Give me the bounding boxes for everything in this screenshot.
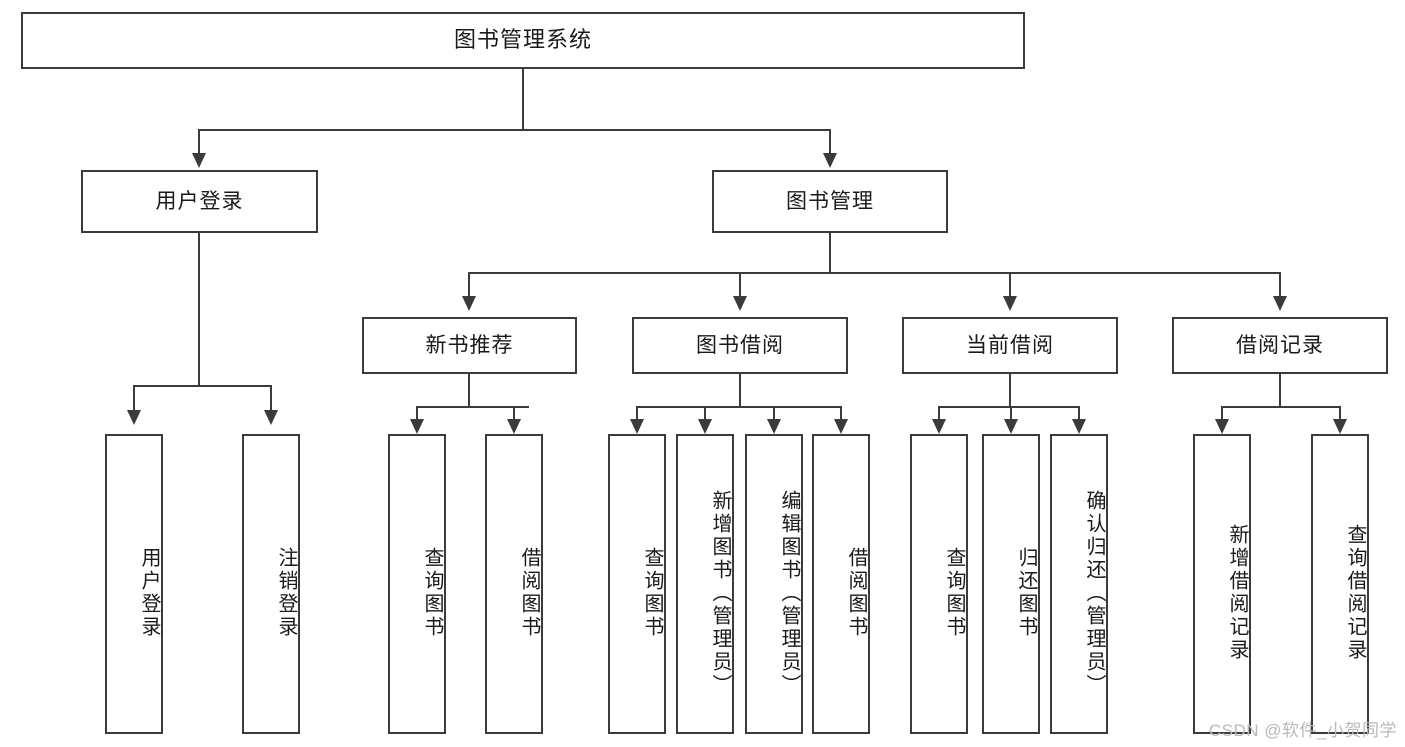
node-borrow-records[interactable]: 借阅记录	[1172, 317, 1388, 374]
connector-user-login-to-leaf1	[133, 385, 135, 412]
arrowhead-records-to-leaf1	[1215, 419, 1229, 434]
connector-records-bus	[1221, 406, 1340, 408]
connector-user-login-trunk	[198, 233, 200, 386]
leaf-current-confirm-return-admin[interactable]: 确认归还（管理员）	[1050, 434, 1108, 734]
arrowhead-current-to-leaf2	[1004, 419, 1018, 434]
leaf-label: 借阅图书	[518, 547, 540, 639]
node-user-login[interactable]: 用户登录	[81, 170, 318, 233]
leaf-records-add-record[interactable]: 新增借阅记录	[1193, 434, 1251, 734]
connector-records-to-leaf2	[1339, 406, 1341, 421]
connector-book-mgmt-to-borrow	[739, 272, 741, 298]
connector-newbook-bus	[416, 406, 529, 408]
connector-newbook-to-leaf1	[416, 406, 418, 421]
arrowhead-borrow-to-leaf3	[767, 419, 781, 434]
connector-book-mgmt-trunk	[829, 233, 831, 273]
connector-current-to-leaf2	[1010, 406, 1012, 421]
leaf-label: 编辑图书（管理员）	[778, 489, 800, 697]
arrowhead-book-mgmt-to-current	[1003, 296, 1017, 311]
arrowhead-user-login-to-leaf2	[264, 410, 278, 425]
connector-current-to-leaf1	[938, 406, 940, 421]
leaf-borrow-add-book-admin[interactable]: 新增图书（管理员）	[676, 434, 734, 734]
connector-user-login-bus	[133, 385, 271, 387]
arrowhead-newbook-to-leaf1	[410, 419, 424, 434]
connector-book-mgmt-bus	[468, 272, 1280, 274]
leaf-label: 借阅图书	[845, 547, 867, 639]
arrowhead-records-to-leaf2	[1333, 419, 1347, 434]
connector-newbook-trunk	[468, 374, 470, 407]
connector-current-trunk	[1009, 374, 1011, 407]
leaf-newbook-query-book[interactable]: 查询图书	[388, 434, 446, 734]
leaf-label: 查询图书	[943, 547, 965, 639]
leaf-current-return-book[interactable]: 归还图书	[982, 434, 1040, 734]
connector-records-trunk	[1279, 374, 1281, 407]
node-current-borrow[interactable]: 当前借阅	[902, 317, 1118, 374]
connector-records-to-leaf1	[1221, 406, 1223, 421]
connector-book-mgmt-to-records	[1279, 272, 1281, 298]
leaf-current-query-book[interactable]: 查询图书	[910, 434, 968, 734]
node-new-book-recommend[interactable]: 新书推荐	[362, 317, 577, 374]
leaf-label: 注销登录	[275, 547, 297, 639]
connector-user-login-to-leaf2	[270, 385, 272, 412]
connector-borrow-to-leaf1	[636, 406, 638, 421]
arrowhead-newbook-to-leaf2	[507, 419, 521, 434]
connector-root-to-user-login	[198, 129, 200, 155]
arrowhead-book-mgmt-to-newbook	[462, 296, 476, 311]
arrowhead-root-to-book-mgmt	[823, 153, 837, 168]
connector-newbook-to-leaf2	[513, 406, 515, 421]
leaf-label: 新增图书（管理员）	[709, 489, 731, 697]
connector-book-mgmt-to-current	[1009, 272, 1011, 298]
leaf-label: 查询图书	[421, 547, 443, 639]
node-root-system[interactable]: 图书管理系统	[21, 12, 1025, 69]
arrowhead-current-to-leaf1	[932, 419, 946, 434]
arrowhead-borrow-to-leaf1	[630, 419, 644, 434]
leaf-label: 归还图书	[1015, 547, 1037, 639]
leaf-records-query-record[interactable]: 查询借阅记录	[1311, 434, 1369, 734]
connector-root-trunk	[522, 69, 524, 130]
connector-root-bus	[198, 129, 830, 131]
connector-root-to-book-mgmt	[829, 129, 831, 155]
connector-borrow-trunk	[739, 374, 741, 407]
leaf-borrow-query-book[interactable]: 查询图书	[608, 434, 666, 734]
leaf-newbook-borrow-book[interactable]: 借阅图书	[485, 434, 543, 734]
arrowhead-user-login-to-leaf1	[127, 410, 141, 425]
arrowhead-borrow-to-leaf4	[834, 419, 848, 434]
leaf-label: 查询借阅记录	[1344, 524, 1366, 662]
connector-current-bus	[938, 406, 1079, 408]
leaf-label: 新增借阅记录	[1226, 524, 1248, 662]
node-book-borrow[interactable]: 图书借阅	[632, 317, 848, 374]
connector-current-to-leaf3	[1078, 406, 1080, 421]
connector-book-mgmt-to-newbook	[468, 272, 470, 298]
arrowhead-current-to-leaf3	[1072, 419, 1086, 434]
leaf-user-logout[interactable]: 注销登录	[242, 434, 300, 734]
node-book-management[interactable]: 图书管理	[712, 170, 948, 233]
arrowhead-book-mgmt-to-borrow	[733, 296, 747, 311]
arrowhead-root-to-user-login	[192, 153, 206, 168]
leaf-borrow-borrow-book[interactable]: 借阅图书	[812, 434, 870, 734]
leaf-borrow-edit-book-admin[interactable]: 编辑图书（管理员）	[745, 434, 803, 734]
leaf-label: 查询图书	[641, 547, 663, 639]
connector-borrow-to-leaf3	[773, 406, 775, 421]
leaf-user-login-do[interactable]: 用户登录	[105, 434, 163, 734]
connector-borrow-to-leaf4	[840, 406, 842, 421]
connector-borrow-to-leaf2	[704, 406, 706, 421]
connector-borrow-bus	[636, 406, 841, 408]
leaf-label: 确认归还（管理员）	[1083, 489, 1105, 697]
leaf-label: 用户登录	[138, 547, 160, 639]
arrowhead-borrow-to-leaf2	[698, 419, 712, 434]
arrowhead-book-mgmt-to-records	[1273, 296, 1287, 311]
